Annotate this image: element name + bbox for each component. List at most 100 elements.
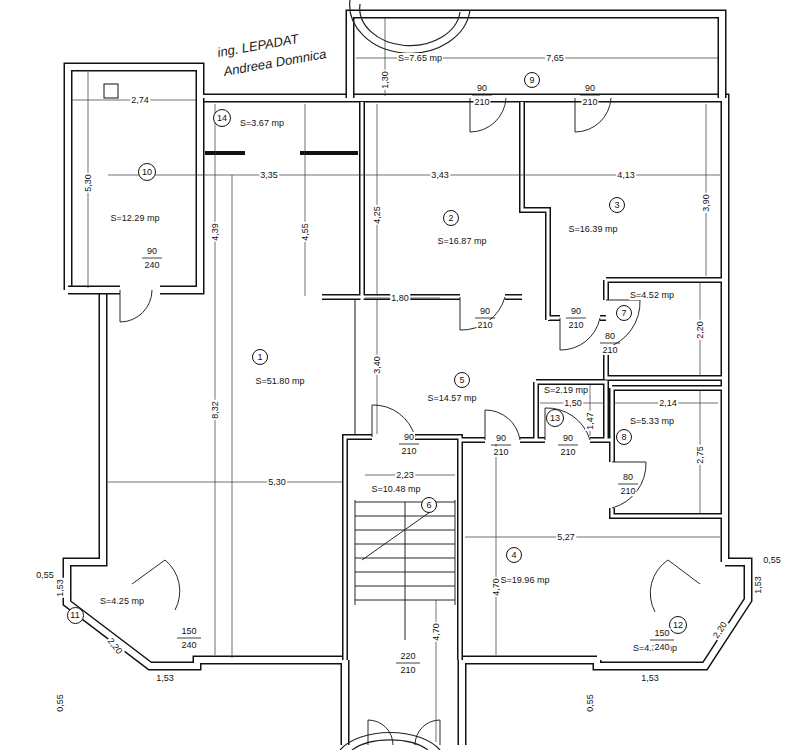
room-number: 10 — [138, 163, 156, 181]
door-size: 210 — [619, 486, 636, 496]
plan-label: S=4.25 mp — [99, 596, 145, 606]
plan-label: S=12.29 mp — [110, 213, 161, 223]
chimney — [104, 84, 118, 98]
plan-label: 2,20 — [105, 635, 125, 657]
door-size: 210 — [581, 97, 598, 107]
door-size: 90 — [146, 246, 158, 256]
plan-label: 2,14 — [658, 398, 678, 408]
plan-label: 4,13 — [616, 170, 636, 180]
room-number: 12 — [669, 616, 687, 634]
plan-label: S=51.80 mp — [255, 376, 306, 386]
plan-label: S=16.87 mp — [437, 236, 488, 246]
door-size: 210 — [567, 320, 584, 330]
door-size: 210 — [492, 447, 509, 457]
room-number-text: 3 — [614, 200, 619, 210]
door-size: 150 — [653, 628, 670, 638]
plan-label: 3,90 — [701, 193, 711, 213]
door-size: 210 — [601, 345, 618, 355]
room-number: 8 — [616, 429, 632, 445]
plan-label: 2,74 — [130, 95, 150, 105]
door-size: 240 — [653, 642, 670, 652]
plan-label: S=19.96 mp — [500, 575, 551, 585]
door-size: 210 — [473, 97, 490, 107]
room-number-text: 5 — [459, 375, 464, 385]
plan-label: 0,55 — [762, 555, 782, 565]
door-size: 90 — [562, 433, 574, 443]
plan-label: S=7.65 mp — [397, 53, 443, 63]
plan-label: S=2.19 mp — [543, 385, 589, 395]
room-number: 6 — [421, 497, 437, 513]
door-size: 80 — [622, 472, 634, 482]
plan-label: 5,30 — [83, 173, 93, 193]
plan-label: 3,43 — [430, 170, 450, 180]
plan-label: 2,23 — [395, 470, 415, 480]
plan-label: S=16.39 mp — [568, 224, 619, 234]
door-size: 90 — [584, 83, 596, 93]
plan-label: S=10.48 mp — [371, 484, 422, 494]
door-size: 90 — [479, 306, 491, 316]
room-number: 9 — [524, 72, 540, 88]
room-number-text: 8 — [621, 432, 626, 442]
plan-label: 1,50 — [563, 398, 583, 408]
plan-label: 1,53 — [55, 578, 65, 598]
plan-label: 1,47 — [585, 411, 595, 431]
room-number: 5 — [454, 372, 470, 388]
interior-wall — [205, 102, 722, 660]
door-size: 240 — [143, 260, 160, 270]
room-number: 1 — [252, 349, 268, 365]
door-size: 90 — [403, 432, 415, 442]
plan-label: S=4.52 mp — [629, 290, 675, 300]
door-size: 90 — [476, 83, 488, 93]
room-number-text: 9 — [529, 75, 534, 85]
plan-label: 5,30 — [267, 477, 287, 487]
plan-label: 2,75 — [695, 445, 705, 465]
plan-label: 3,35 — [259, 170, 279, 180]
plan-label: 4,70 — [431, 622, 441, 642]
room-number-text: 4 — [511, 550, 516, 560]
room-number-text: 12 — [673, 620, 683, 630]
plan-label: 4,25 — [372, 205, 382, 225]
plan-label: 1,53 — [155, 673, 175, 683]
door-size: 210 — [559, 447, 576, 457]
room-number-text: 7 — [621, 308, 626, 318]
room-number-text: 6 — [426, 500, 431, 510]
door-size: 220 — [399, 651, 416, 661]
plan-label: 7,65 — [545, 53, 565, 63]
door-size: 210 — [400, 446, 417, 456]
plan-label: S=5.33 mp — [629, 416, 675, 426]
room-number: 3 — [609, 197, 625, 213]
room-number-text: 14 — [217, 113, 227, 123]
plan-label: S=14.57 mp — [427, 393, 478, 403]
outer-wall — [67, 14, 748, 745]
room-number: 14 — [213, 109, 231, 127]
room-number-text: 11 — [70, 610, 79, 620]
room-number-text: 10 — [142, 167, 152, 177]
door-size: 90 — [570, 306, 582, 316]
room-number-text: 2 — [448, 213, 453, 223]
door-swing — [120, 98, 700, 745]
plan-label: 4,70 — [491, 577, 501, 597]
plan-label: 1,30 — [380, 70, 390, 90]
door-size: 210 — [399, 665, 416, 675]
room-number: 7 — [616, 305, 632, 321]
door-size: 210 — [476, 320, 493, 330]
dimension-line — [72, 18, 720, 742]
plan-label: 0,55 — [35, 570, 55, 580]
room-number: 4 — [506, 547, 522, 563]
door-size: 90 — [495, 433, 507, 443]
plan-label: 0,55 — [55, 693, 65, 713]
plan-label: 8,32 — [210, 400, 220, 420]
room-number: 13 — [546, 409, 564, 427]
plan-label: 1,53 — [753, 575, 763, 595]
plan-label: S=3.67 mp — [239, 118, 285, 128]
plan-label: 4,55 — [300, 222, 310, 242]
plan-label: 1,80 — [390, 293, 410, 303]
plan-label: 1,53 — [640, 673, 660, 683]
plan-label: 4,39 — [210, 222, 220, 242]
door-size: 150 — [180, 626, 197, 636]
room-number: 2 — [443, 210, 459, 226]
plan-label: 2,20 — [695, 320, 705, 340]
room-number-text: 13 — [550, 413, 560, 423]
stamp — [340, 0, 470, 750]
